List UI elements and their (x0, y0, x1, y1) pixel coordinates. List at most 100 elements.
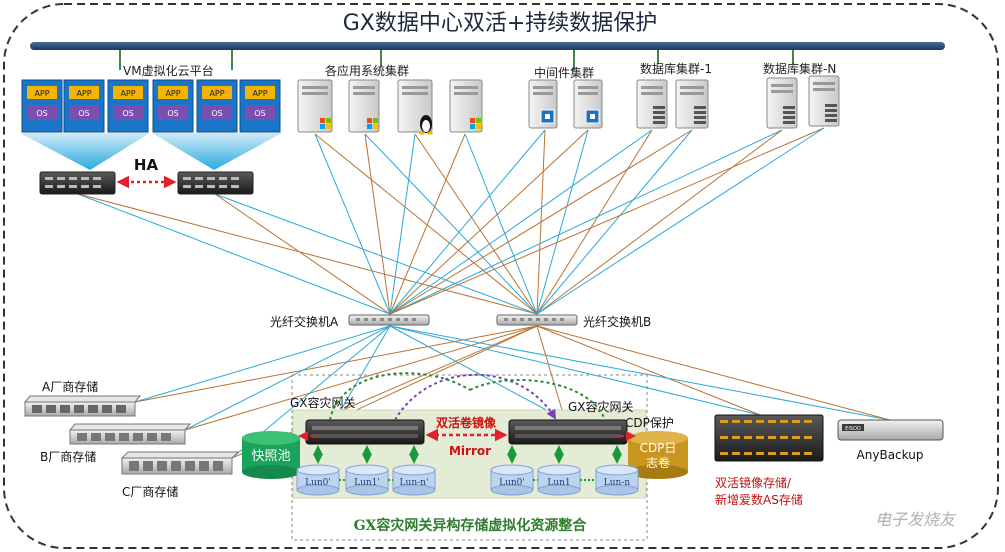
snapshot-pool-label: 快照池 (251, 449, 290, 464)
link-from-switch-a (134, 325, 391, 403)
arc-green-right (469, 379, 606, 421)
database-stack-bar (825, 109, 837, 112)
link-from-switch-a (389, 325, 761, 416)
lun-volume: Lun0' (490, 445, 534, 496)
fiber-switch-a (348, 314, 430, 326)
mirror-en-label: Mirror (449, 444, 491, 458)
lun-label: Lun-n' (400, 478, 429, 488)
app-cluster-label: 各应用系统集群 (325, 63, 409, 78)
database-stack-bar (783, 121, 795, 124)
database-stack-icon (825, 104, 837, 107)
lun-volume: Lun0' (296, 445, 340, 496)
middleware-cluster-label: 中间件集群 (534, 65, 594, 80)
link-to-switch-a (389, 127, 825, 315)
mirror-cn-label: 双活卷镜像 (436, 415, 497, 430)
app-server-1 (297, 79, 333, 133)
fiber-switch-a-label: 光纤交换机A (270, 314, 339, 329)
vm-os-label: OS (254, 109, 265, 118)
database-stack-bar (694, 116, 706, 119)
gateway-device-right (508, 419, 628, 445)
vm-fan-right (152, 133, 282, 170)
link-to-switch-b (77, 193, 538, 315)
link-from-switch-b (134, 325, 538, 403)
vm-app-label: APP (120, 89, 135, 98)
link-to-switch-a (77, 193, 391, 315)
lun-label: Lun0' (499, 478, 525, 488)
database-stack-bar (653, 111, 665, 114)
link-from-switch-b (184, 325, 538, 431)
database-stack-icon (783, 106, 795, 109)
link-to-switch-b (536, 127, 825, 315)
link-to-switch-b (414, 133, 538, 315)
gateway-device-left (305, 419, 425, 445)
app-server-2 (348, 79, 380, 133)
cdp-log-volume (628, 431, 688, 479)
link-from-switch-b (536, 325, 891, 421)
anybackup-badge: EISOO (845, 426, 861, 432)
vm-os-label: OS (36, 109, 47, 118)
top-servers (297, 75, 840, 135)
database-stack-bar (783, 116, 795, 119)
link-to-switch-a (389, 129, 653, 315)
lun-label: Lun1 (547, 478, 570, 488)
link-to-switch-a (389, 133, 416, 315)
link-to-switch-a (364, 133, 391, 315)
db1-server-2 (675, 79, 709, 129)
link-from-switch-a (389, 325, 566, 421)
lun-volume: Lun1' (345, 445, 389, 496)
lun-volume: Lun-n (595, 445, 639, 496)
page-title: GX数据中心双活+持续数据保护 (343, 11, 658, 36)
database-stack-bar (825, 119, 837, 122)
link-to-switch-a (314, 133, 391, 315)
app-server-3 (397, 79, 433, 135)
ha-server-right (177, 171, 254, 195)
link-to-switch-b (364, 133, 538, 315)
link-to-switch-b (536, 129, 589, 315)
vm-platform-label: VM虚拟化云平台 (123, 63, 214, 78)
database-stack-icon (653, 106, 665, 109)
middleware-server-2 (573, 79, 603, 129)
link-to-switch-b (536, 129, 653, 315)
app-server-4 (449, 79, 483, 133)
database-stack-bar (694, 121, 706, 124)
snapshot-pool (242, 431, 300, 479)
link-to-switch-a (389, 133, 466, 315)
database-stack-bar (825, 114, 837, 117)
link-to-switch-a (214, 193, 391, 315)
vendor-a-label: A厂商存储 (42, 379, 98, 394)
fiber-links (77, 127, 891, 459)
link-to-switch-a (389, 129, 589, 315)
database-stack-bar (653, 116, 665, 119)
db1-server-1 (636, 79, 668, 129)
database-stack-bar (783, 111, 795, 114)
outer-frame (3, 3, 999, 549)
lun-volume: Lun-n' (392, 445, 436, 496)
dbn-server-1 (766, 77, 798, 129)
mirror-storage-label-1: 双活镜像存储/ (715, 475, 792, 490)
vm-os-label: OS (78, 109, 89, 118)
vendor-a-storage (23, 395, 142, 417)
link-from-switch-a (184, 325, 391, 431)
vm-app-label: APP (209, 89, 224, 98)
network-bus (30, 42, 945, 50)
middleware-server-1 (528, 79, 558, 129)
cdp-log-label-1: CDP日 (640, 441, 677, 455)
database-stack-bar (694, 111, 706, 114)
vendor-b-storage (68, 423, 192, 445)
lun-volume: Lun1 (537, 445, 581, 496)
lun-label: Lun-n (604, 478, 631, 488)
integration-caption: GX容灾网关异构存储虚拟化资源整合 (354, 517, 588, 534)
link-to-switch-b (536, 129, 693, 315)
vm-tile: APP OS (239, 79, 281, 133)
cdp-protect-label: CDP保护 (625, 416, 674, 430)
watermark: 电子发烧友 (875, 510, 957, 529)
dbn-server-2 (808, 75, 840, 127)
fiber-switch-b (496, 314, 578, 326)
vm-app-label: APP (252, 89, 267, 98)
gateway-right-label: GX容灾网关 (568, 399, 634, 414)
link-from-switch-a (334, 325, 391, 421)
integration-region (291, 374, 648, 541)
